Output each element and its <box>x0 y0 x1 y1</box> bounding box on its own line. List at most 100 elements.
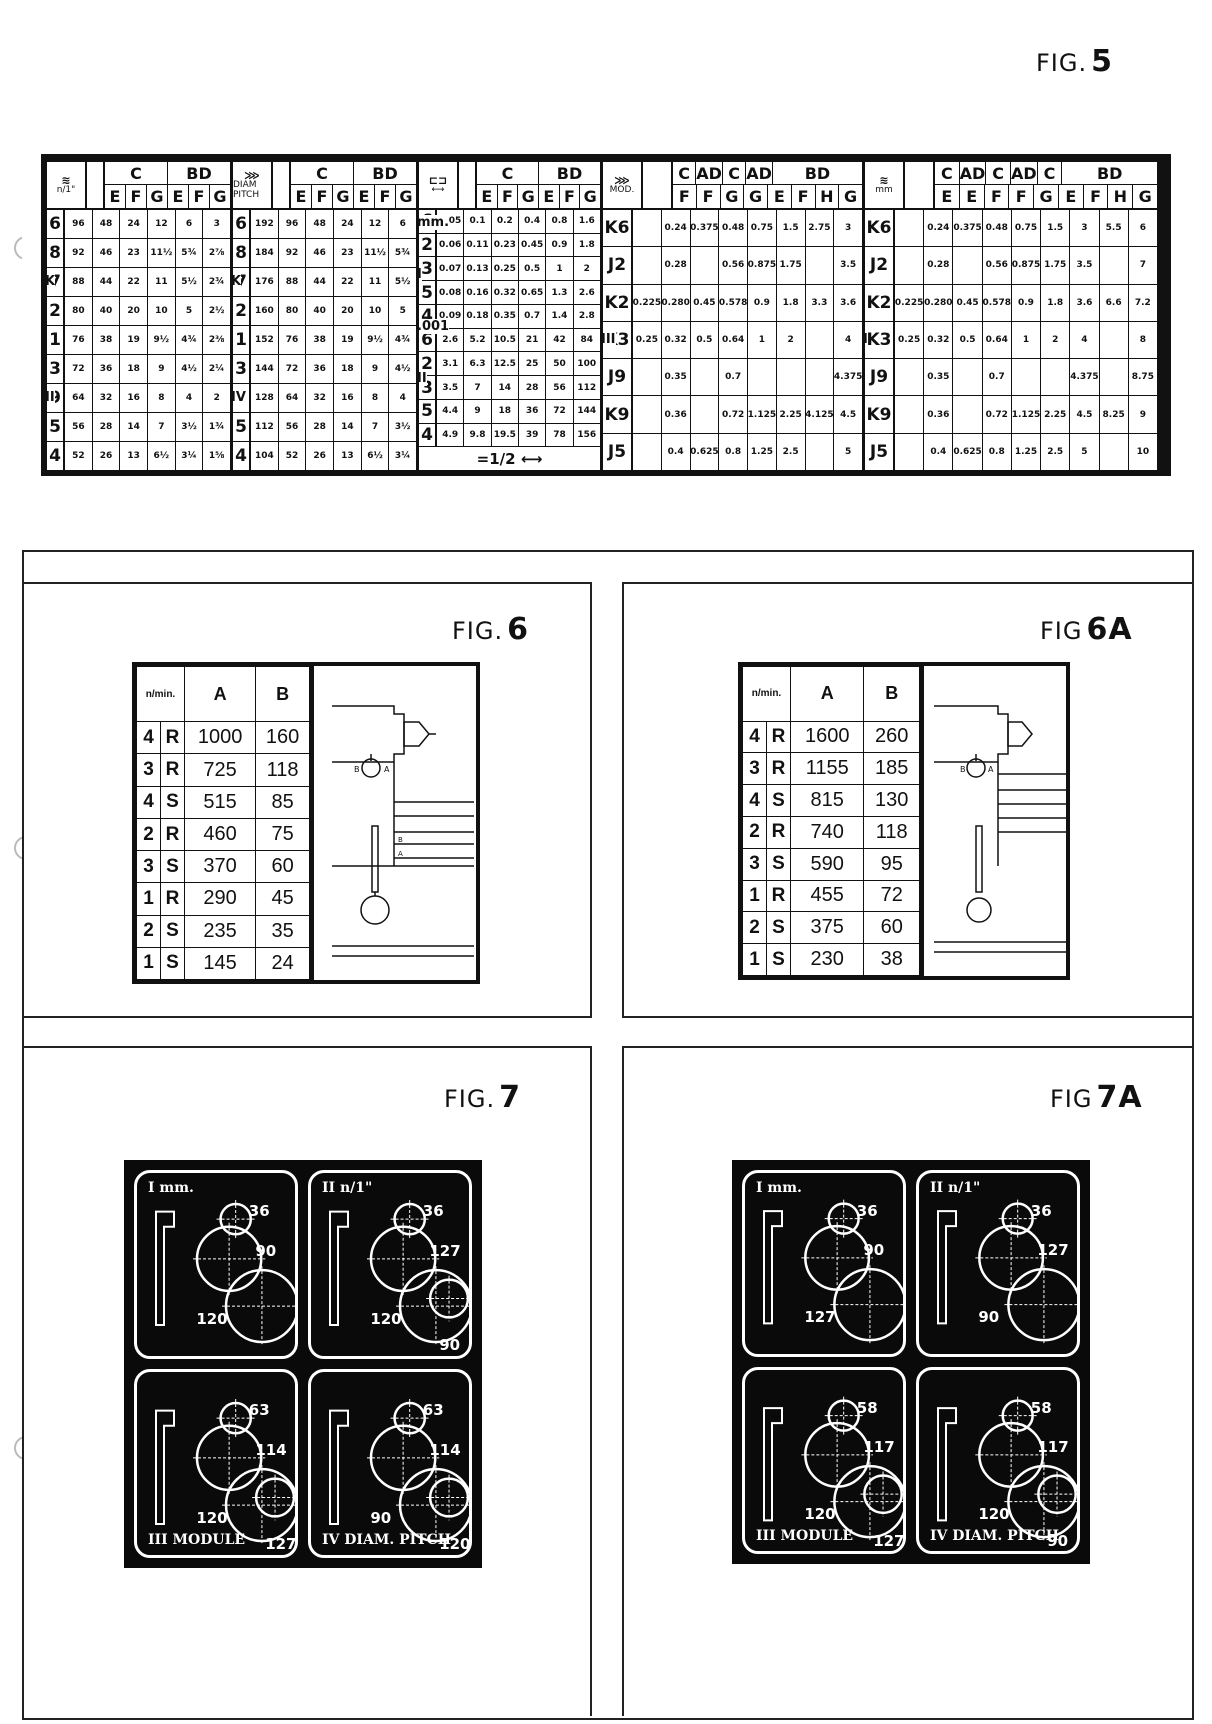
chart-cell: 0.09 <box>437 304 465 328</box>
row-key: 3 <box>47 355 65 383</box>
chart-cell: 36 <box>519 399 547 423</box>
chart-cell: 2 <box>777 321 806 359</box>
chart-cell: 0.36 <box>924 396 954 433</box>
gear-group-header: AD <box>959 162 987 185</box>
gear-quadrant <box>742 1367 906 1554</box>
speed-a-value: 455 <box>789 879 865 913</box>
speed-lever-letter: S <box>766 847 791 881</box>
chart-cell: 18 <box>492 399 519 423</box>
chart-cell <box>777 359 806 396</box>
lever-label: .001 <box>419 319 450 334</box>
gear-tooth-count: 58 <box>856 1398 878 1417</box>
speed-lever-number: 4 <box>742 720 767 754</box>
chart-cell: 0.375 <box>953 210 983 247</box>
row-key: K9 <box>865 396 895 433</box>
chart-cell: 78 <box>546 423 574 447</box>
chart-cell: 0.25 <box>492 257 519 281</box>
speed-lever-letter: R <box>160 817 185 852</box>
gear-tooth-count: 127 <box>873 1531 905 1550</box>
chart-cell: 3 <box>844 223 852 234</box>
chart-rows: 6192964824126818492462311½5¾717688442211… <box>233 210 416 470</box>
chart-cell <box>1012 359 1042 396</box>
gear-circle <box>393 1202 427 1236</box>
speed-lever-number: 1 <box>136 946 161 981</box>
chart-cell: 0.8 <box>546 210 574 233</box>
position-header: E <box>477 185 498 208</box>
chart-cell: 1.5 <box>777 210 806 247</box>
speed-lever-number: 4 <box>136 785 161 819</box>
chart-cell: 0.225 <box>633 284 662 321</box>
gear-tooth-count: 36 <box>422 1202 444 1221</box>
speed-a-value: 235 <box>183 914 257 948</box>
chart-cell: 92 <box>65 239 93 267</box>
fig7-title-number: 7 <box>499 1080 521 1115</box>
chart-cell: 7 <box>464 376 492 399</box>
chart-cell: 1.125 <box>748 396 777 433</box>
chart-cell: 96 <box>65 210 93 238</box>
gear-tooth-count: 90 <box>439 1336 461 1355</box>
chart-cell: 10 <box>362 297 390 325</box>
chart-cell: 4.9 <box>437 423 465 447</box>
chart-cell: 3 <box>1070 210 1100 247</box>
speed-lever-number: 3 <box>136 850 161 884</box>
chart-cell <box>633 247 662 284</box>
speed-b-value: 95 <box>863 847 920 881</box>
row-key: J2 <box>865 247 895 284</box>
chart-cell: 2 <box>1041 321 1071 359</box>
chart-cell: 7 <box>148 413 176 441</box>
chart-cell: 32 <box>306 384 335 412</box>
chart-cell: 9 <box>464 399 492 423</box>
fig7a-title-number: 7A <box>1096 1080 1143 1115</box>
speed-b-value: 118 <box>863 815 920 849</box>
chart-cell: 1.3 <box>546 281 574 304</box>
chart-cell <box>953 247 983 284</box>
lever-b-letter: B <box>960 765 966 774</box>
speed-lever-letter: S <box>160 850 185 884</box>
gear-group-header: BD <box>1096 163 1123 183</box>
row-key: K6 <box>865 210 895 247</box>
row-key: 1 <box>233 326 251 354</box>
row-key: 4 <box>233 442 251 470</box>
chart-cell: 192 <box>251 210 279 238</box>
chart-cell: 18 <box>120 355 149 383</box>
chart-cell: 5¾ <box>176 239 204 267</box>
position-header: F <box>1084 185 1109 208</box>
chart-cell: 104 <box>251 442 279 470</box>
row-key: 5 <box>419 281 437 304</box>
chart-cell <box>806 359 835 396</box>
chart-cell: 5 <box>399 306 406 316</box>
chart-cell: 3.6 <box>840 297 857 308</box>
chart-cell <box>633 433 662 470</box>
gear-crosshair <box>426 1474 472 1521</box>
unit-label: n/1" <box>56 185 76 196</box>
speed-b-header: B <box>863 666 920 722</box>
chart-cell: 0.08 <box>437 281 465 304</box>
gear-tooth-count: 114 <box>255 1440 287 1459</box>
chart-cell: 0.56 <box>983 247 1012 284</box>
lever-label: K <box>233 274 242 290</box>
chart-cell: 3½ <box>394 422 411 432</box>
speed-a-value: 1600 <box>789 720 865 754</box>
chart-cell: 0.375 <box>691 210 720 247</box>
speed-a-value: 370 <box>183 850 257 884</box>
chart-section-inch: ≋n/1"CBDEFGEFG69648241263892462311½5¾2⅞7… <box>47 162 233 470</box>
screw-glyph: ≋ <box>879 173 889 187</box>
gear-quadrant-label: II n/1" <box>322 1180 373 1196</box>
chart-cell: 2½ <box>208 306 225 316</box>
gear-circle <box>1001 1202 1034 1235</box>
chart-cell: 44 <box>93 268 121 296</box>
chart-cell: 72 <box>279 355 307 383</box>
chart-cell <box>895 247 925 284</box>
chart-cell <box>1100 359 1129 396</box>
chart-cell: 52 <box>279 442 307 470</box>
